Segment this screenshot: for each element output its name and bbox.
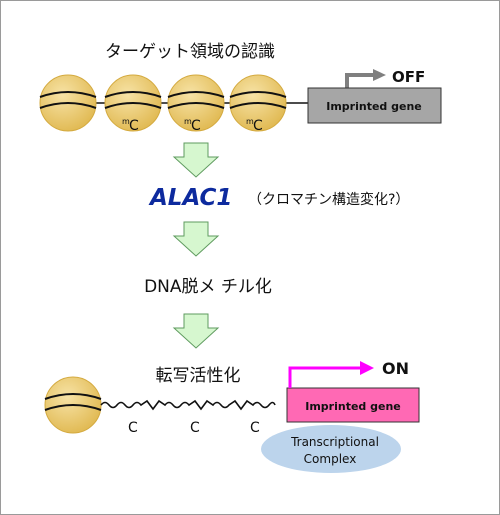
svg-text:m: m (246, 117, 254, 126)
gene-state-on: ON (382, 359, 409, 378)
imprinted-gene-box-off (307, 87, 442, 124)
svg-text:C: C (253, 118, 263, 134)
off-promoter-arrow-icon (345, 69, 386, 88)
svg-text:m: m (184, 117, 192, 126)
top-nucleosome-1 (39, 74, 97, 132)
top-nucleosome-2 (104, 74, 162, 132)
unmethylated-c-mark-2: C (190, 420, 200, 436)
imprinted-gene-label-on: Imprinted gene (305, 400, 401, 413)
svg-text:C: C (129, 118, 139, 134)
top-chromatin: m C m C m C (39, 74, 310, 134)
methyl-c-mark-2: m C (184, 117, 201, 134)
step-target-recognition: ターゲット領域の認識 (105, 42, 275, 62)
svg-text:C: C (191, 118, 201, 134)
methyl-c-mark-3: m C (246, 117, 263, 134)
imprinted-gene-label-off: Imprinted gene (326, 100, 422, 113)
methyl-c-mark-1: m C (122, 117, 139, 134)
transcriptional-complex (261, 425, 401, 473)
step-transcription-activation: 転写活性化 (156, 366, 241, 386)
gene-state-off: OFF (392, 68, 425, 86)
bottom-nucleosome (44, 376, 102, 434)
on-promoter-arrow-icon (288, 361, 374, 388)
step-down-arrow-icon (172, 313, 220, 349)
bottom-dna-strand (100, 399, 276, 411)
bottom-chromatin: C C C (44, 376, 276, 436)
step-dna-demethylation: DNA脱メ チル化 (144, 277, 272, 297)
complex-label-line1: Transcriptional (290, 435, 379, 449)
alac1-label: ALAC1 (148, 185, 232, 211)
svg-text:m: m (122, 117, 130, 126)
complex-label-line2: Complex (304, 452, 357, 466)
top-nucleosome-4 (229, 74, 287, 132)
unmethylated-c-mark-3: C (250, 420, 260, 436)
step-down-arrow-icon (172, 142, 220, 178)
alac1-note: （クロマチン構造変化?） (248, 191, 409, 208)
top-nucleosome-3 (167, 74, 225, 132)
unmethylated-c-mark-1: C (128, 420, 138, 436)
step-down-arrow-icon (172, 221, 220, 257)
imprinted-gene-box-on (286, 387, 420, 423)
